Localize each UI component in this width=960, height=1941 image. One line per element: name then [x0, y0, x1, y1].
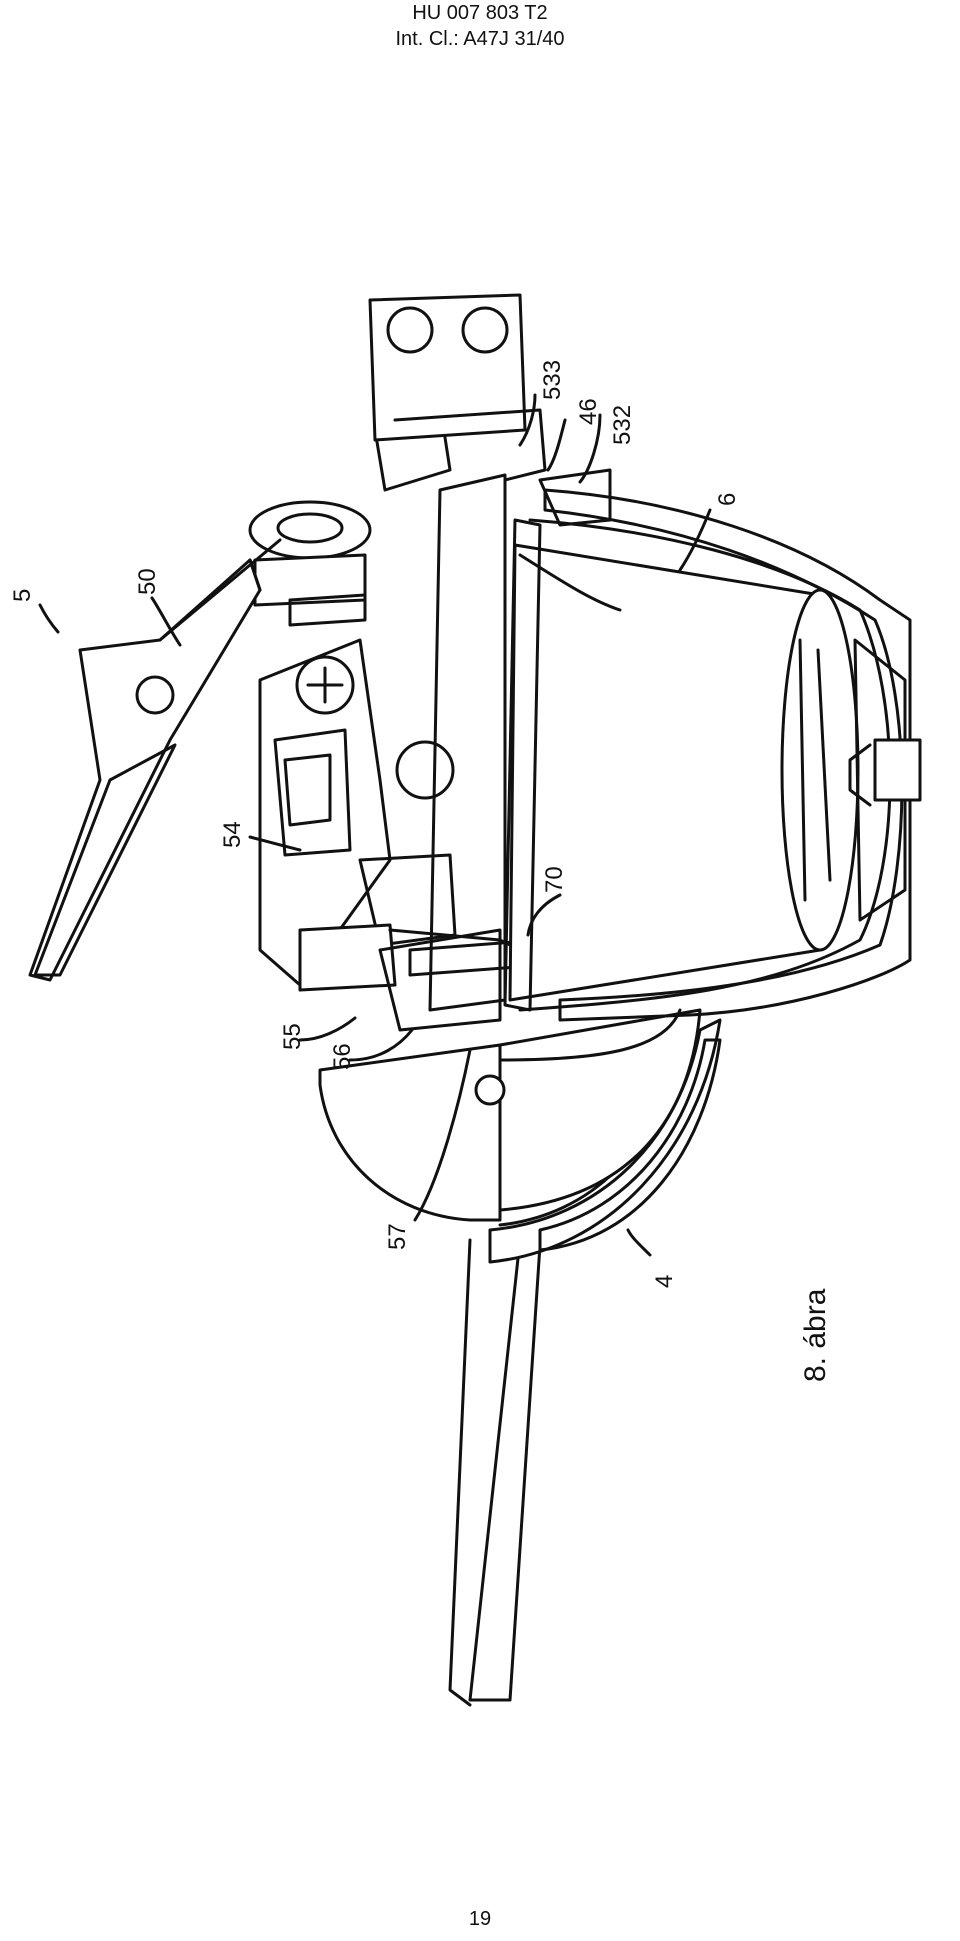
label-532: 532: [609, 405, 636, 445]
label-4: 4: [651, 1275, 678, 1288]
leader-lines: [38, 393, 712, 1257]
label-56: 56: [329, 1043, 356, 1070]
handle-shaft: [448, 1238, 542, 1707]
label-533: 533: [539, 360, 566, 400]
label-50: 50: [134, 568, 161, 595]
label-55: 55: [279, 1023, 306, 1050]
document-number: HU 007 803 T2: [412, 2, 548, 24]
label-5: 5: [9, 589, 36, 602]
label-46: 46: [575, 398, 602, 425]
valve-assembly: [258, 638, 522, 1032]
reference-labels: 5 50 54 55 56 57 70 4 6 533 46 532 8. áb…: [9, 360, 832, 1382]
capsule-6: [503, 518, 860, 1012]
label-6: 6: [714, 493, 741, 506]
lever-5: [28, 538, 282, 982]
figure-caption: 8. ábra: [799, 1288, 832, 1382]
brewing-block: [318, 1008, 702, 1222]
cylinder-top: [248, 500, 372, 627]
page-number: 19: [468, 1908, 492, 1930]
housing: [518, 488, 922, 1022]
page-header: HU 007 803 T2 Int. Cl.: A47J 31/40: [0, 0, 960, 52]
label-54: 54: [219, 821, 246, 848]
label-70: 70: [541, 866, 568, 893]
label-57: 57: [384, 1223, 411, 1250]
frame-column: [368, 293, 612, 1012]
classification: Int. Cl.: A47J 31/40: [395, 28, 565, 50]
